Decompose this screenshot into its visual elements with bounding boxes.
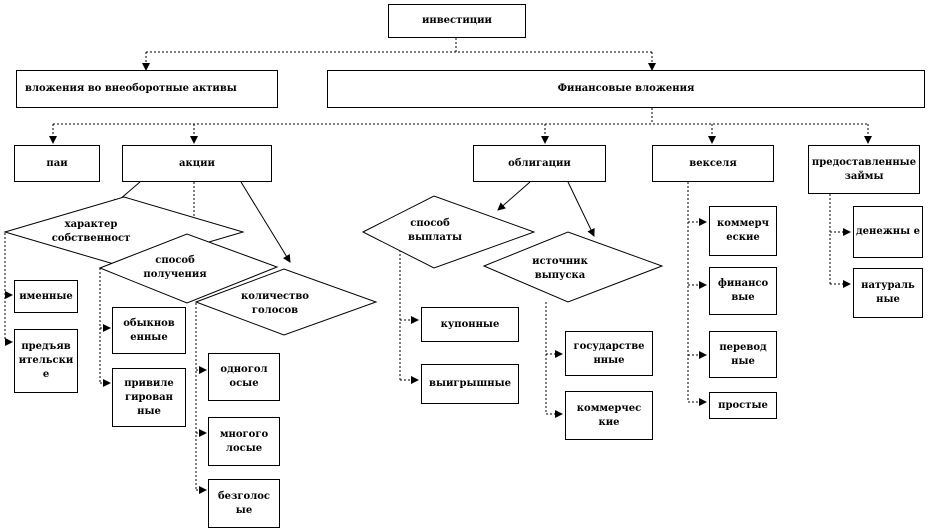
in-kind-loans-node: натураль ные	[853, 268, 923, 318]
shares-node: акции	[122, 145, 272, 182]
payment-diamond	[361, 195, 536, 269]
non-voting-shares-node: безголос ые	[208, 479, 280, 528]
monetary-loans-node: денежны е	[853, 206, 923, 258]
acquisition-criterion-label: способ получения	[143, 255, 207, 280]
commercial-bonds-node: коммерчес кие	[565, 391, 653, 440]
source-criterion-label: источник выпуска	[532, 256, 588, 281]
financial-investments-node: Финансовые вложения	[327, 70, 925, 108]
simple-bills-node: простые	[709, 392, 777, 419]
financial-bills-node: финансо вые	[709, 267, 777, 315]
government-bonds-node: государстве нные	[565, 331, 653, 376]
root-node: инвестиции	[388, 4, 526, 38]
votes-criterion-label: количество голосов	[241, 291, 309, 316]
loans-node: предоставленные займы	[808, 145, 920, 194]
pai-node: паи	[14, 145, 100, 182]
lottery-bonds-node: выигрышные	[421, 364, 519, 404]
ownership-criterion-label: характер собственност	[51, 219, 131, 244]
source-diamond	[482, 231, 664, 303]
multi-vote-shares-node: многого лосые	[208, 417, 280, 466]
single-vote-shares-node: одногол осые	[208, 353, 280, 401]
registered-shares-node: именные	[14, 280, 78, 313]
acquisition-diamond	[98, 233, 279, 304]
bills-node: векселя	[652, 145, 774, 182]
preferred-shares-node: привиле гирован ные	[112, 368, 186, 427]
commercial-bills-node: коммерч еские	[709, 206, 777, 256]
common-shares-node: обыкнов енные	[112, 307, 186, 354]
votes-diamond	[194, 268, 378, 336]
coupon-bonds-node: купонные	[421, 307, 519, 342]
payment-criterion-label: способ выплаты	[408, 218, 463, 243]
transfer-bills-node: перевод ные	[709, 331, 777, 378]
bonds-node: облигации	[473, 145, 606, 182]
noncurrent-assets-node: вложения во внеоборотные активы	[16, 70, 278, 108]
bearer-shares-node: предъяв ительски е	[14, 329, 78, 393]
